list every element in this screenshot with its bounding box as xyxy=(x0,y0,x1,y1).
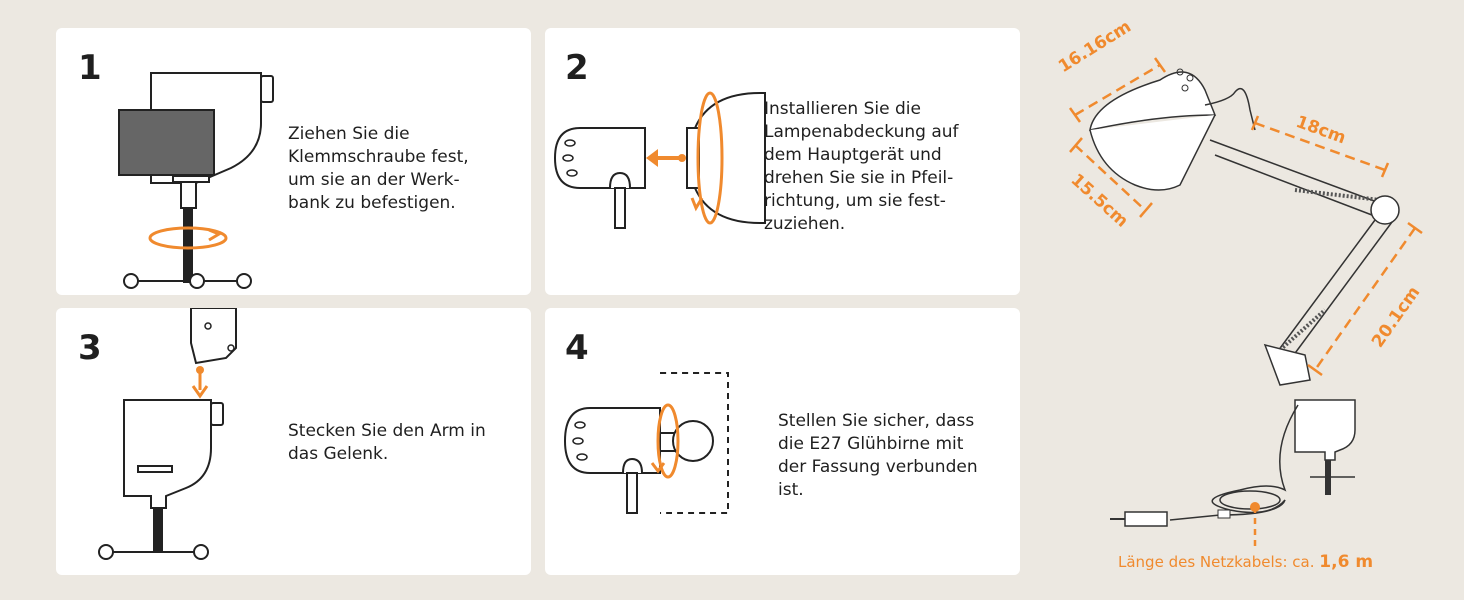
step-card-4: 4 Stellen Sie sicher, dass die E27 Glühb… xyxy=(545,308,1020,575)
step-text: Stecken Sie den Arm in das Gelenk. xyxy=(288,421,486,464)
cable-length-value: 1,6 m xyxy=(1319,552,1374,572)
step-text: Stellen Sie sicher, dass die E27 Glühbir… xyxy=(778,411,978,500)
step-text: Ziehen Sie die Klemmschraube fest, um si… xyxy=(288,124,469,213)
clamp-icon xyxy=(118,72,274,289)
cable-length-note: Länge des Netzkabels: ca. 1,6 m xyxy=(1118,552,1373,572)
insert-arrow-icon xyxy=(646,149,686,167)
step-number: 4 xyxy=(565,328,589,368)
rotate-arrow-icon xyxy=(148,226,228,250)
step-card-1: 1 Ziehen Sie die Klemmschraube fest, um … xyxy=(56,28,531,295)
step-text: Installieren Sie die Lampenabdeckung auf… xyxy=(764,99,959,234)
cable-length-label: Länge des Netzkabels: ca. xyxy=(1118,553,1315,571)
step-number: 2 xyxy=(565,48,589,88)
lamp-head-icon xyxy=(553,91,766,229)
step-number: 3 xyxy=(78,328,102,368)
desk-lamp-icon xyxy=(1068,57,1423,550)
step-number: 1 xyxy=(78,48,102,88)
clamp-icon xyxy=(98,308,237,560)
step-card-3: 3 Stecken Sie den Arm in das Gelenk. xyxy=(56,308,531,575)
step-card-2: 2 Installieren Sie die Lampenabdeckung a… xyxy=(545,28,1020,295)
bulb-icon xyxy=(563,372,729,514)
